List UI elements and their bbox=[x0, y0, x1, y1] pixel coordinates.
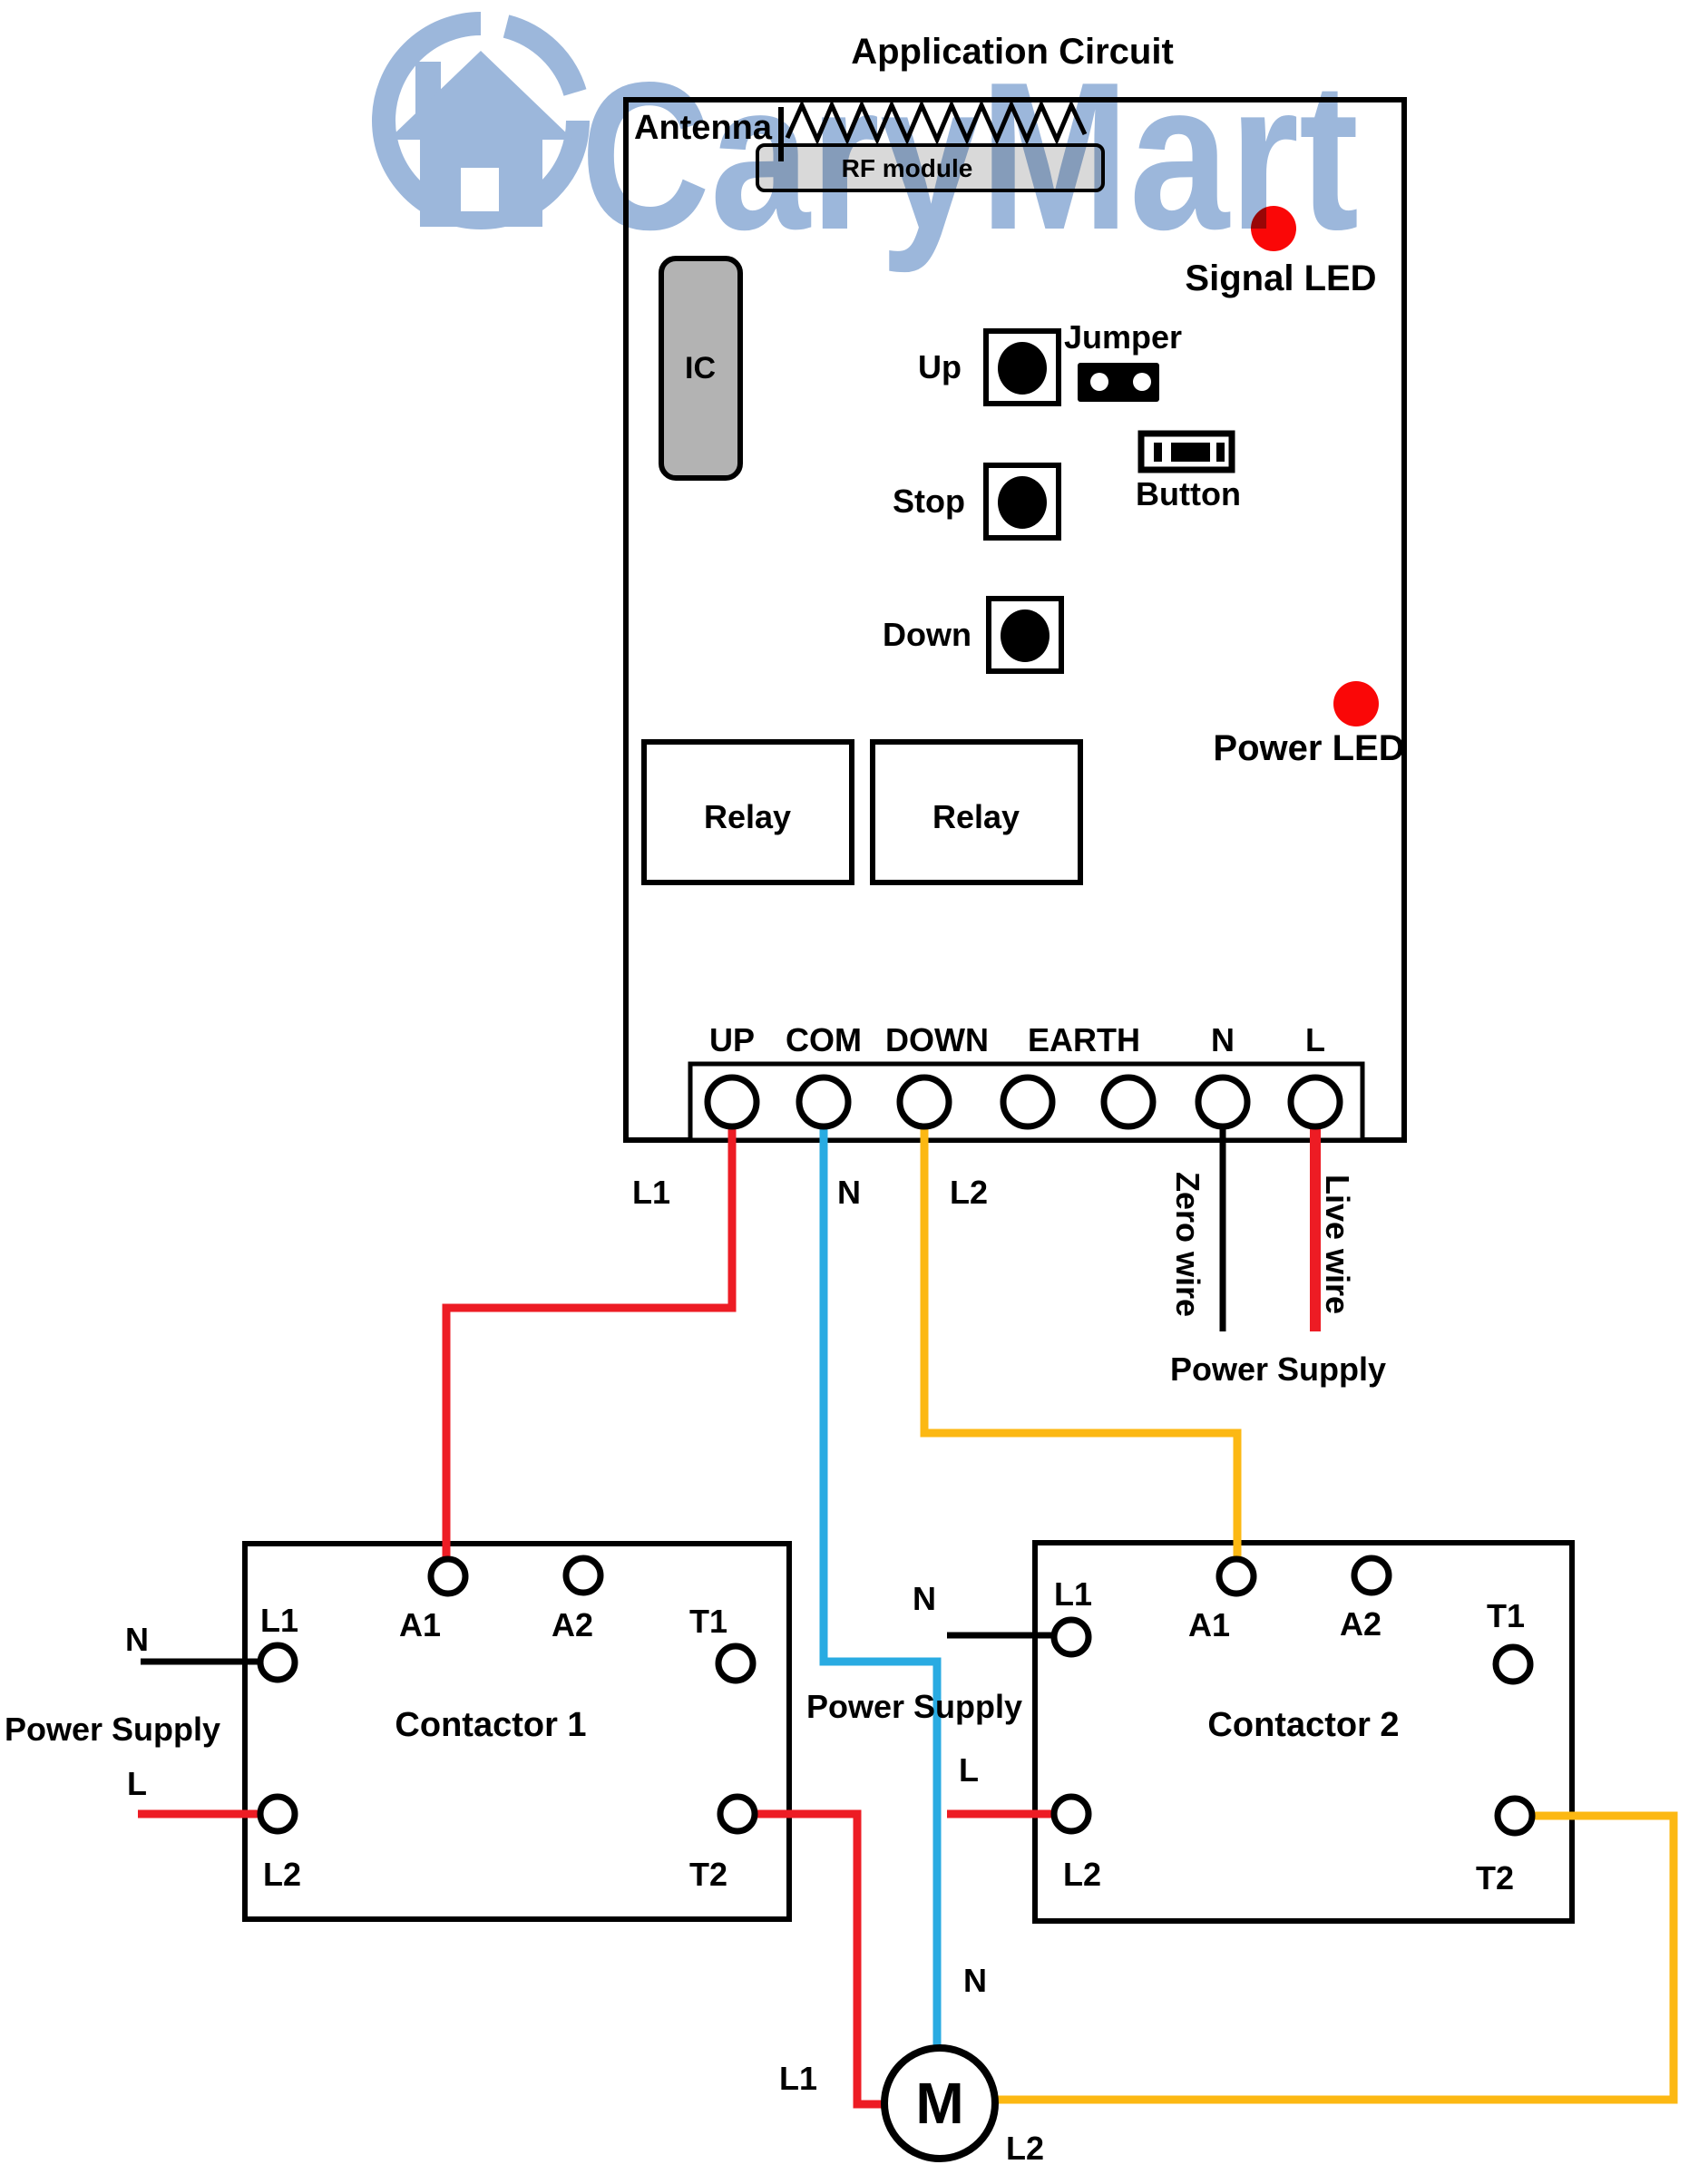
stop-button-icon bbox=[983, 463, 1061, 541]
wire-contactor1-t2-to-motor bbox=[737, 1809, 903, 2109]
motor-n-label: N bbox=[963, 1962, 987, 1999]
jumper-label: Jumper bbox=[1063, 318, 1183, 356]
contactor2-terminals bbox=[1050, 1555, 1536, 1837]
button-label: Button bbox=[1136, 475, 1241, 512]
relay-right-label: Relay bbox=[932, 798, 1020, 835]
contactor2-name: Contactor 2 bbox=[1207, 1706, 1400, 1744]
contactor2-t1-label: T1 bbox=[1486, 1597, 1526, 1634]
button-icon bbox=[1137, 430, 1235, 473]
motor-l1-label: L1 bbox=[778, 2060, 818, 2097]
contactor2-t2-label: T2 bbox=[1475, 1859, 1515, 1896]
relay-right-box bbox=[870, 739, 1083, 885]
terminal-label-com: COM bbox=[786, 1021, 862, 1058]
motor-label: M bbox=[915, 2071, 964, 2136]
power-led-icon bbox=[1333, 681, 1379, 726]
terminal-label-down: DOWN bbox=[885, 1021, 989, 1058]
wire-down-l2-to-contactor2-a1 bbox=[920, 1102, 1242, 1583]
terminal-label-up: UP bbox=[708, 1021, 756, 1058]
contactor1-a2-label: A2 bbox=[551, 1606, 594, 1643]
terminal-label-earth: EARTH bbox=[1028, 1021, 1140, 1058]
wire-contactor2-t2-to-motor bbox=[980, 1811, 1678, 2104]
antenna-icon bbox=[778, 99, 1088, 161]
contactor1-box bbox=[242, 1541, 792, 1922]
contactor1-t1-label: T1 bbox=[688, 1603, 728, 1640]
ic-label: IC bbox=[685, 351, 716, 385]
contactor2-supply-n-label: N bbox=[913, 1580, 936, 1617]
terminal-strip-screws bbox=[704, 1074, 1343, 1130]
contactor1-a1-label: A1 bbox=[398, 1606, 442, 1643]
contactor2-supply-l-label: L bbox=[959, 1751, 979, 1789]
contactor1-name: Contactor 1 bbox=[395, 1706, 587, 1744]
wire-label-n: N bbox=[837, 1174, 861, 1211]
up-button-icon bbox=[983, 328, 1061, 406]
contactor2-a2-label: A2 bbox=[1339, 1605, 1382, 1643]
motor-circle bbox=[881, 2044, 999, 2162]
relay-left-box bbox=[641, 739, 854, 885]
signal-led-icon bbox=[1251, 206, 1296, 251]
relay-left-label: Relay bbox=[703, 798, 792, 835]
wire-label-l1: L1 bbox=[631, 1174, 671, 1211]
contactor2-l1-label: L1 bbox=[1053, 1575, 1093, 1613]
zero-wire-label: Zero wire bbox=[1169, 1171, 1206, 1318]
rf-module-label: RF module bbox=[841, 154, 973, 182]
contactor1-l1-label: L1 bbox=[259, 1602, 299, 1639]
contactor1-l2-label: L2 bbox=[262, 1856, 302, 1893]
antenna-label: Antenna bbox=[634, 109, 772, 147]
contactor1-power-supply-label: Power Supply bbox=[4, 1711, 221, 1748]
contactor1-supply-n-label: N bbox=[125, 1621, 149, 1658]
jumper-icon bbox=[1078, 363, 1159, 402]
rf-module-box bbox=[756, 143, 1105, 192]
power-supply-label-main: Power Supply bbox=[1169, 1350, 1387, 1388]
up-label: Up bbox=[918, 348, 962, 385]
terminal-label-n: N bbox=[1211, 1021, 1235, 1058]
terminal-label-l: L bbox=[1305, 1021, 1325, 1058]
contactor1-t2-label: T2 bbox=[688, 1856, 728, 1893]
wire-label-l2: L2 bbox=[949, 1174, 989, 1211]
stop-label: Stop bbox=[893, 483, 965, 520]
contactor2-a1-label: A1 bbox=[1187, 1606, 1231, 1643]
contactor2-power-supply-label: Power Supply bbox=[805, 1688, 1023, 1725]
page-title: Application Circuit bbox=[851, 32, 1174, 72]
signal-led-label: Signal LED bbox=[1185, 258, 1377, 298]
motor-l2-label: L2 bbox=[1005, 2130, 1045, 2167]
down-label: Down bbox=[883, 616, 971, 653]
ic-chip bbox=[659, 256, 743, 481]
contactor1-terminals bbox=[257, 1555, 758, 1835]
live-wire-label: Live wire bbox=[1319, 1174, 1356, 1315]
contactor2-l2-label: L2 bbox=[1062, 1856, 1102, 1893]
wire-com-n-to-motor bbox=[819, 1102, 942, 2082]
contactor2-box bbox=[1032, 1540, 1575, 1924]
down-button-icon bbox=[986, 596, 1064, 674]
wire-up-l1-to-contactor1-a1 bbox=[442, 1102, 737, 1587]
power-led-label: Power LED bbox=[1213, 728, 1405, 768]
contactor1-supply-l-label: L bbox=[127, 1765, 147, 1802]
